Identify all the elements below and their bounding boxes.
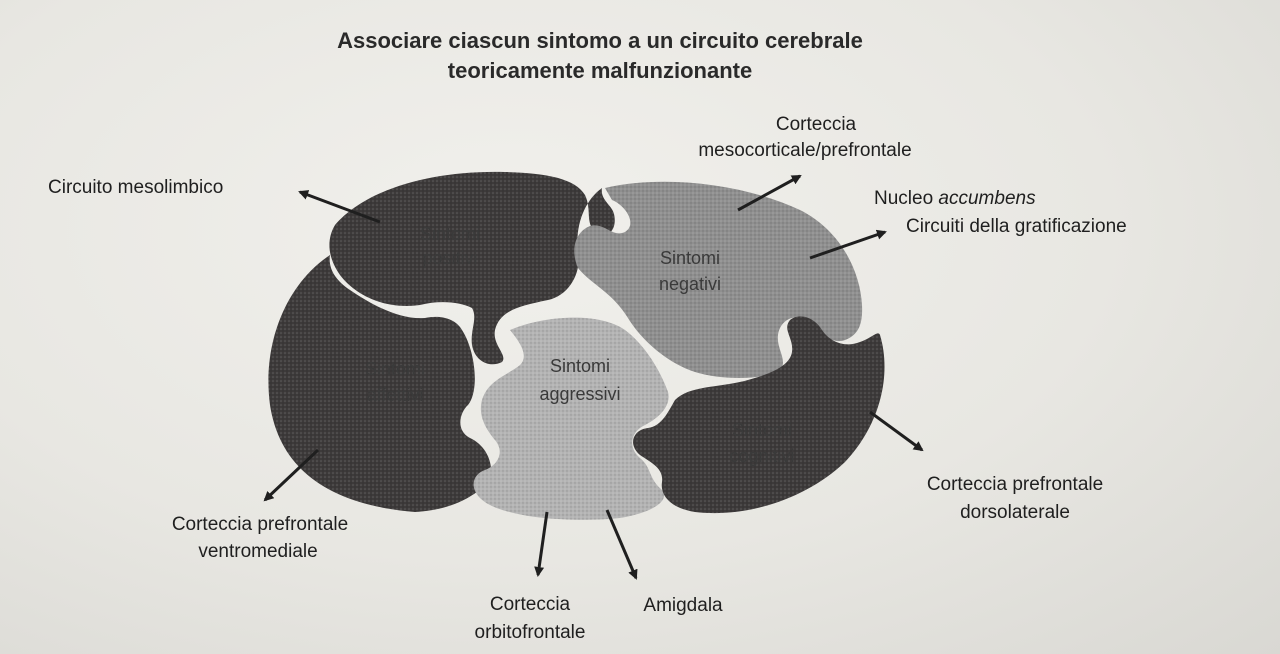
arrow-amigdala — [605, 509, 638, 580]
arrow-ventromediale — [263, 448, 320, 502]
label-aggressivi-line-2: aggressivi — [539, 384, 620, 404]
title-line-1: Associare ciascun sintomo a un circuito … — [337, 28, 863, 53]
label-negativi-line-1: Sintomi — [660, 248, 720, 268]
label-circuito-mesolimbico: Circuito mesolimbico — [48, 177, 223, 198]
label-accumbens-prefix: Nucleo — [874, 188, 938, 209]
label-orbitofrontale-line-2: orbitofrontale — [475, 622, 586, 643]
label-orbitofrontale-line-1: Corteccia — [490, 594, 571, 615]
label-positivi-line-2: positivi — [422, 248, 477, 268]
label-positivi-line-1: Sintomi — [420, 224, 480, 244]
label-accumbens-line-2: Circuiti della gratificazione — [906, 216, 1127, 237]
arrow-orbitofrontale — [534, 511, 549, 577]
label-aggressivi-line-1: Sintomi — [550, 356, 610, 376]
label-affettivi-line-2: affettivi — [367, 385, 424, 405]
label-ventromediale-line-1: Corteccia prefrontale — [172, 514, 348, 535]
label-negativi-line-2: negativi — [659, 274, 721, 294]
piece-positivi — [329, 171, 615, 365]
label-cognitivi-line-2: cognitivi — [729, 446, 794, 466]
label-affettivi-line-1: Sintomi — [365, 359, 425, 379]
piece-cognitivi — [633, 316, 885, 514]
piece-negativi — [574, 181, 863, 378]
label-dorsolaterale-line-2: dorsolaterale — [960, 502, 1070, 523]
label-ventromediale-line-2: ventromediale — [198, 541, 317, 562]
arrow-mesocorticale — [737, 174, 802, 212]
arrow-dorsolaterale — [869, 410, 924, 452]
piece-aggressivi — [473, 317, 669, 520]
arrow-mesolimbico — [298, 190, 381, 224]
piece-affettivi — [268, 255, 492, 512]
label-cognitivi-line-1: Sintomi — [732, 420, 792, 440]
label-dorsolaterale-line-1: Corteccia prefrontale — [927, 474, 1103, 495]
title-line-2: teoricamente malfunzionante — [447, 58, 753, 83]
diagram-title: Associare ciascun sintomo a un circuito … — [240, 26, 960, 86]
label-mesocorticale-line-2: mesocorticale/prefrontale — [698, 140, 911, 161]
label-accumbens-line-1: Nucleo accumbens — [874, 188, 1036, 209]
label-amigdala: Amigdala — [643, 595, 723, 616]
label-accumbens-italic: accumbens — [938, 188, 1036, 209]
arrow-accumbens — [809, 229, 887, 260]
label-mesocorticale-line-1: Corteccia — [776, 114, 857, 135]
